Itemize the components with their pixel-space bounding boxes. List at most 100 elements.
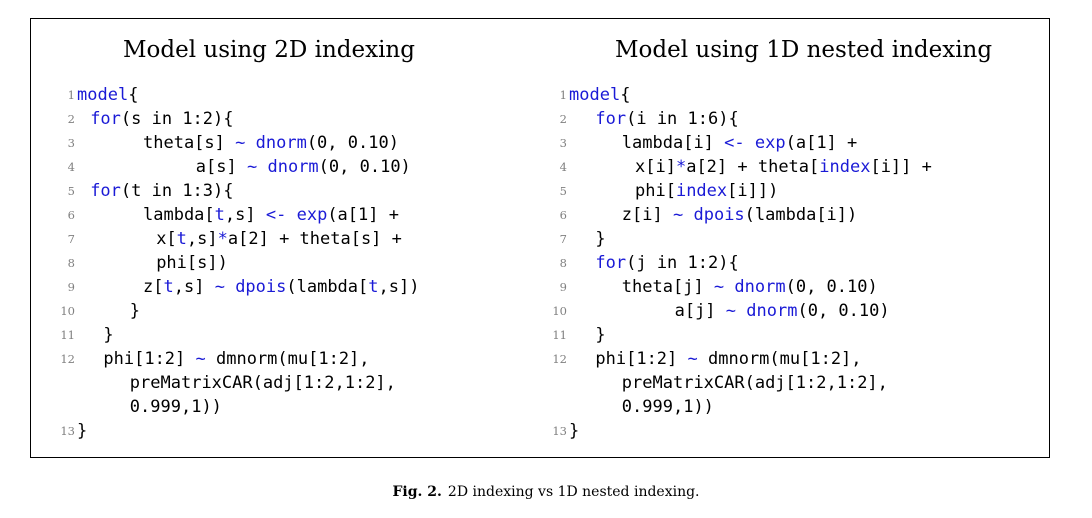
- code-token: }: [595, 229, 606, 249]
- code-text: for(t in 1:3){: [90, 179, 233, 203]
- code-keyword: model: [569, 85, 621, 105]
- line-number: 5: [67, 184, 75, 198]
- line-number: 4: [559, 160, 567, 174]
- code-token: a[s]: [195, 157, 247, 177]
- code-token: [286, 205, 296, 225]
- code-token: ,s]: [224, 205, 266, 225]
- code-keyword: ~: [214, 277, 225, 297]
- code-token: }: [129, 301, 141, 321]
- code-text: phi[1:2] ~ dmnorm(mu[1:2],: [103, 347, 369, 371]
- code-keyword: dnorm: [267, 157, 319, 177]
- code-keyword: <-: [265, 205, 287, 225]
- code-keyword: for: [90, 109, 121, 129]
- code-token: [257, 157, 267, 177]
- code-token: [i]]): [727, 181, 779, 201]
- line-number: 13: [552, 424, 567, 438]
- code-text: phi[1:2] ~ dmnorm(mu[1:2],: [595, 347, 861, 371]
- code-keyword: t: [176, 229, 187, 249]
- code-keyword: exp: [754, 133, 786, 153]
- code-token: }: [77, 421, 88, 441]
- code-token: 0.999,1)): [621, 397, 714, 417]
- code-token: }: [103, 325, 114, 345]
- code-token: phi[s]): [156, 253, 228, 273]
- code-token: preMatrixCAR(adj[1:2,1:2],: [621, 373, 888, 393]
- line-number: 3: [67, 136, 75, 150]
- code-text: a[s] ~ dnorm(0, 0.10): [196, 155, 411, 179]
- line-number: 8: [559, 256, 567, 270]
- code-token: dmnorm(mu[1:2],: [697, 349, 862, 369]
- line-number: 9: [67, 280, 75, 294]
- code-text: lambda[i] <- exp(a[1] +: [622, 131, 857, 155]
- code-keyword: for: [90, 181, 121, 201]
- code-keyword: ~: [713, 277, 725, 297]
- code-token: lambda[i]: [621, 133, 725, 153]
- code-keyword: t: [163, 277, 174, 297]
- code-token: (j in 1:2){: [626, 253, 739, 273]
- code-text: for(s in 1:2){: [90, 107, 233, 131]
- code-token: [724, 277, 734, 297]
- code-text: z[t,s] ~ dpois(lambda[t,s]): [143, 275, 419, 299]
- code-token: (0, 0.10): [785, 277, 878, 297]
- code-token: [736, 301, 746, 321]
- code-token: a[2] + theta[s] +: [227, 229, 402, 249]
- figure-caption: Fig. 2. 2D indexing vs 1D nested indexing…: [0, 484, 1092, 500]
- code-token: (a[1] +: [785, 133, 858, 153]
- code-token: }: [569, 421, 580, 441]
- code-text: preMatrixCAR(adj[1:2,1:2],: [622, 371, 888, 395]
- caption-text: 2D indexing vs 1D nested indexing.: [447, 484, 700, 500]
- code-token: [245, 133, 255, 153]
- code-keyword: *: [217, 229, 228, 249]
- code-text: }: [595, 323, 605, 347]
- code-keyword: dnorm: [255, 133, 307, 153]
- code-keyword: dnorm: [746, 301, 798, 321]
- code-token: [i]] +: [870, 157, 932, 177]
- line-number: 1: [67, 88, 75, 102]
- code-token: phi[1:2]: [103, 349, 196, 369]
- code-keyword: t: [214, 205, 225, 225]
- line-number: 6: [559, 208, 567, 222]
- code-token: ,s]: [186, 229, 218, 249]
- code-token: a[2] + theta[: [686, 157, 820, 177]
- line-number: 8: [67, 256, 75, 270]
- line-number: 1: [559, 88, 567, 102]
- code-keyword: exp: [296, 205, 328, 225]
- code-token: {: [128, 85, 139, 105]
- code-token: x[i]: [635, 157, 676, 177]
- code-token: ,s]: [173, 277, 215, 297]
- line-number: 2: [559, 112, 567, 126]
- code-token: theta[s]: [143, 133, 236, 153]
- line-number: 11: [552, 328, 567, 342]
- figure-label: Fig. 2.: [392, 484, 442, 500]
- code-text: 0.999,1)): [622, 395, 714, 419]
- code-keyword: ~: [235, 133, 246, 153]
- code-text: x[t,s]*a[2] + theta[s] +: [156, 227, 402, 251]
- code-text: x[i]*a[2] + theta[index[i]] +: [635, 155, 932, 179]
- code-token: phi[1:2]: [595, 349, 688, 369]
- code-text: a[j] ~ dnorm(0, 0.10): [675, 299, 890, 323]
- code-text: }: [130, 299, 140, 323]
- line-number: 3: [559, 136, 567, 150]
- code-token: (t in 1:3){: [120, 181, 234, 201]
- code-text: theta[j] ~ dnorm(0, 0.10): [622, 275, 878, 299]
- code-text: phi[s]): [156, 251, 228, 275]
- code-text: }: [595, 227, 605, 251]
- code-text: theta[s] ~ dnorm(0, 0.10): [143, 131, 399, 155]
- line-number: 10: [60, 304, 75, 318]
- code-keyword: for: [595, 109, 627, 129]
- code-text: z[i] ~ dpois(lambda[i]): [622, 203, 857, 227]
- code-token: z[: [143, 277, 164, 297]
- code-token: a[j]: [674, 301, 726, 321]
- code-keyword: ~: [672, 205, 684, 225]
- code-token: (0, 0.10): [306, 133, 399, 153]
- line-number: 2: [67, 112, 75, 126]
- code-keyword: t: [368, 277, 379, 297]
- panel-title: Model using 2D indexing: [123, 37, 415, 63]
- code-token: (s in 1:2){: [120, 109, 234, 129]
- code-keyword: dnorm: [734, 277, 786, 297]
- line-number: 12: [552, 352, 567, 366]
- line-number: 4: [67, 160, 75, 174]
- code-token: z[i]: [621, 205, 673, 225]
- code-token: dmnorm(mu[1:2],: [205, 349, 370, 369]
- line-number: 9: [559, 280, 567, 294]
